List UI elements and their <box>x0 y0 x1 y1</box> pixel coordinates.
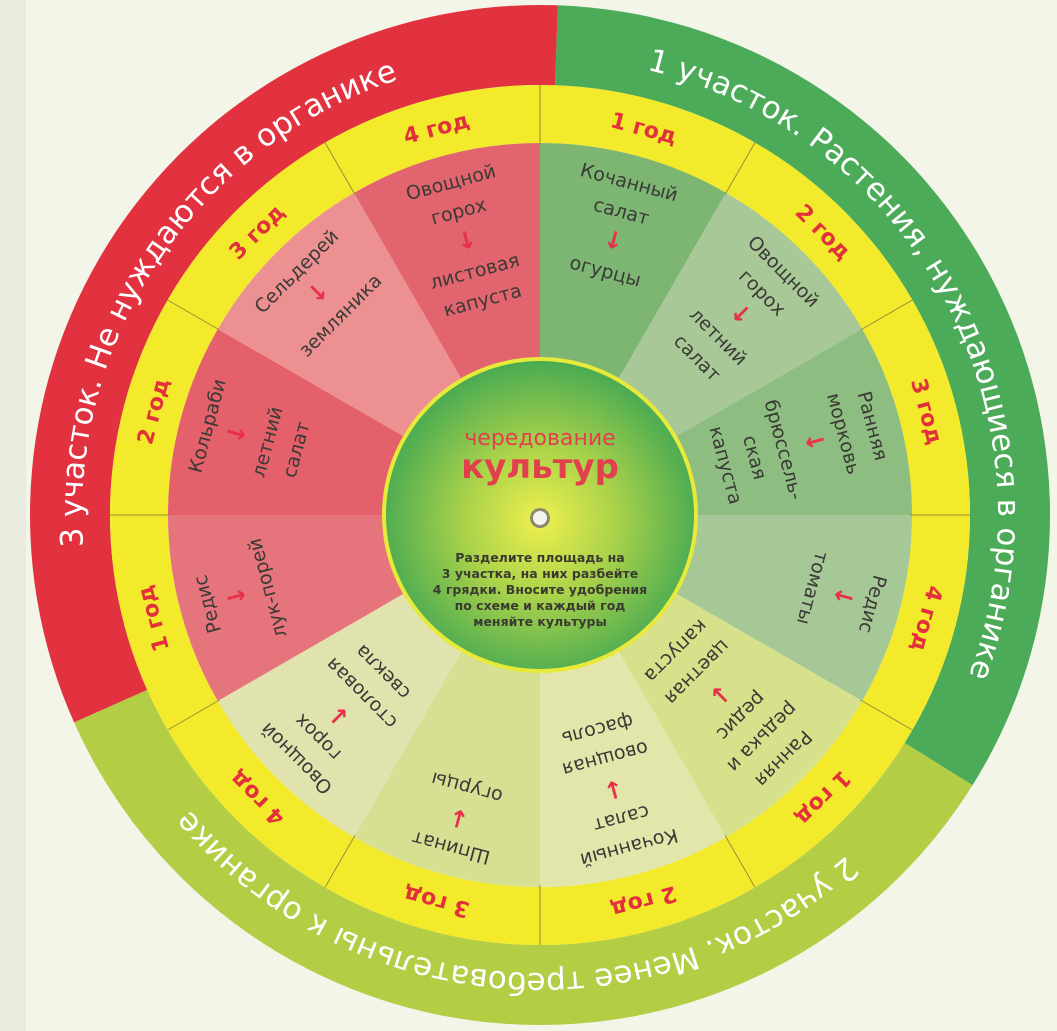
center-instruction-line: меняйте культуры <box>473 614 607 629</box>
ring-divider <box>324 835 356 888</box>
wedge-fill <box>217 192 463 438</box>
center-instruction-line: по схеме и каждый год <box>455 598 626 613</box>
center-instruction-line: Разделите площадь на <box>455 550 624 565</box>
wedge-fill <box>354 648 540 887</box>
wedge-fill <box>217 592 463 838</box>
background-strip <box>0 0 26 1031</box>
section-3-band <box>29 5 558 723</box>
section-1-band <box>555 5 1050 786</box>
center-title-line2: культур <box>461 447 619 487</box>
ring-divider <box>860 299 913 331</box>
ring-divider <box>860 699 913 731</box>
center-instruction-line: 3 участка, на них разбейте <box>442 566 638 581</box>
pivot-hole-center <box>533 511 547 525</box>
wedge-fill <box>673 515 912 701</box>
section-2-band <box>74 689 973 1026</box>
wedge-fill <box>168 329 407 515</box>
wedge-fill <box>540 143 726 382</box>
ring-divider <box>724 835 756 888</box>
wedge-fill <box>617 592 863 838</box>
ring-divider <box>724 142 756 195</box>
center-disc: чередование культур Разделите площадь на… <box>382 357 698 673</box>
wedge-fill <box>168 515 407 701</box>
center-title-line1: чередование <box>464 426 615 451</box>
wedge-fill <box>540 648 726 888</box>
ring-divider <box>167 699 220 731</box>
center-instruction-line: 4 грядки. Вносите удобрения <box>433 582 647 597</box>
ring-divider <box>324 142 356 195</box>
wedge-fill <box>354 143 540 382</box>
wedge-fill <box>673 329 912 515</box>
wedge-fill <box>617 192 863 438</box>
ring-divider <box>167 299 220 331</box>
